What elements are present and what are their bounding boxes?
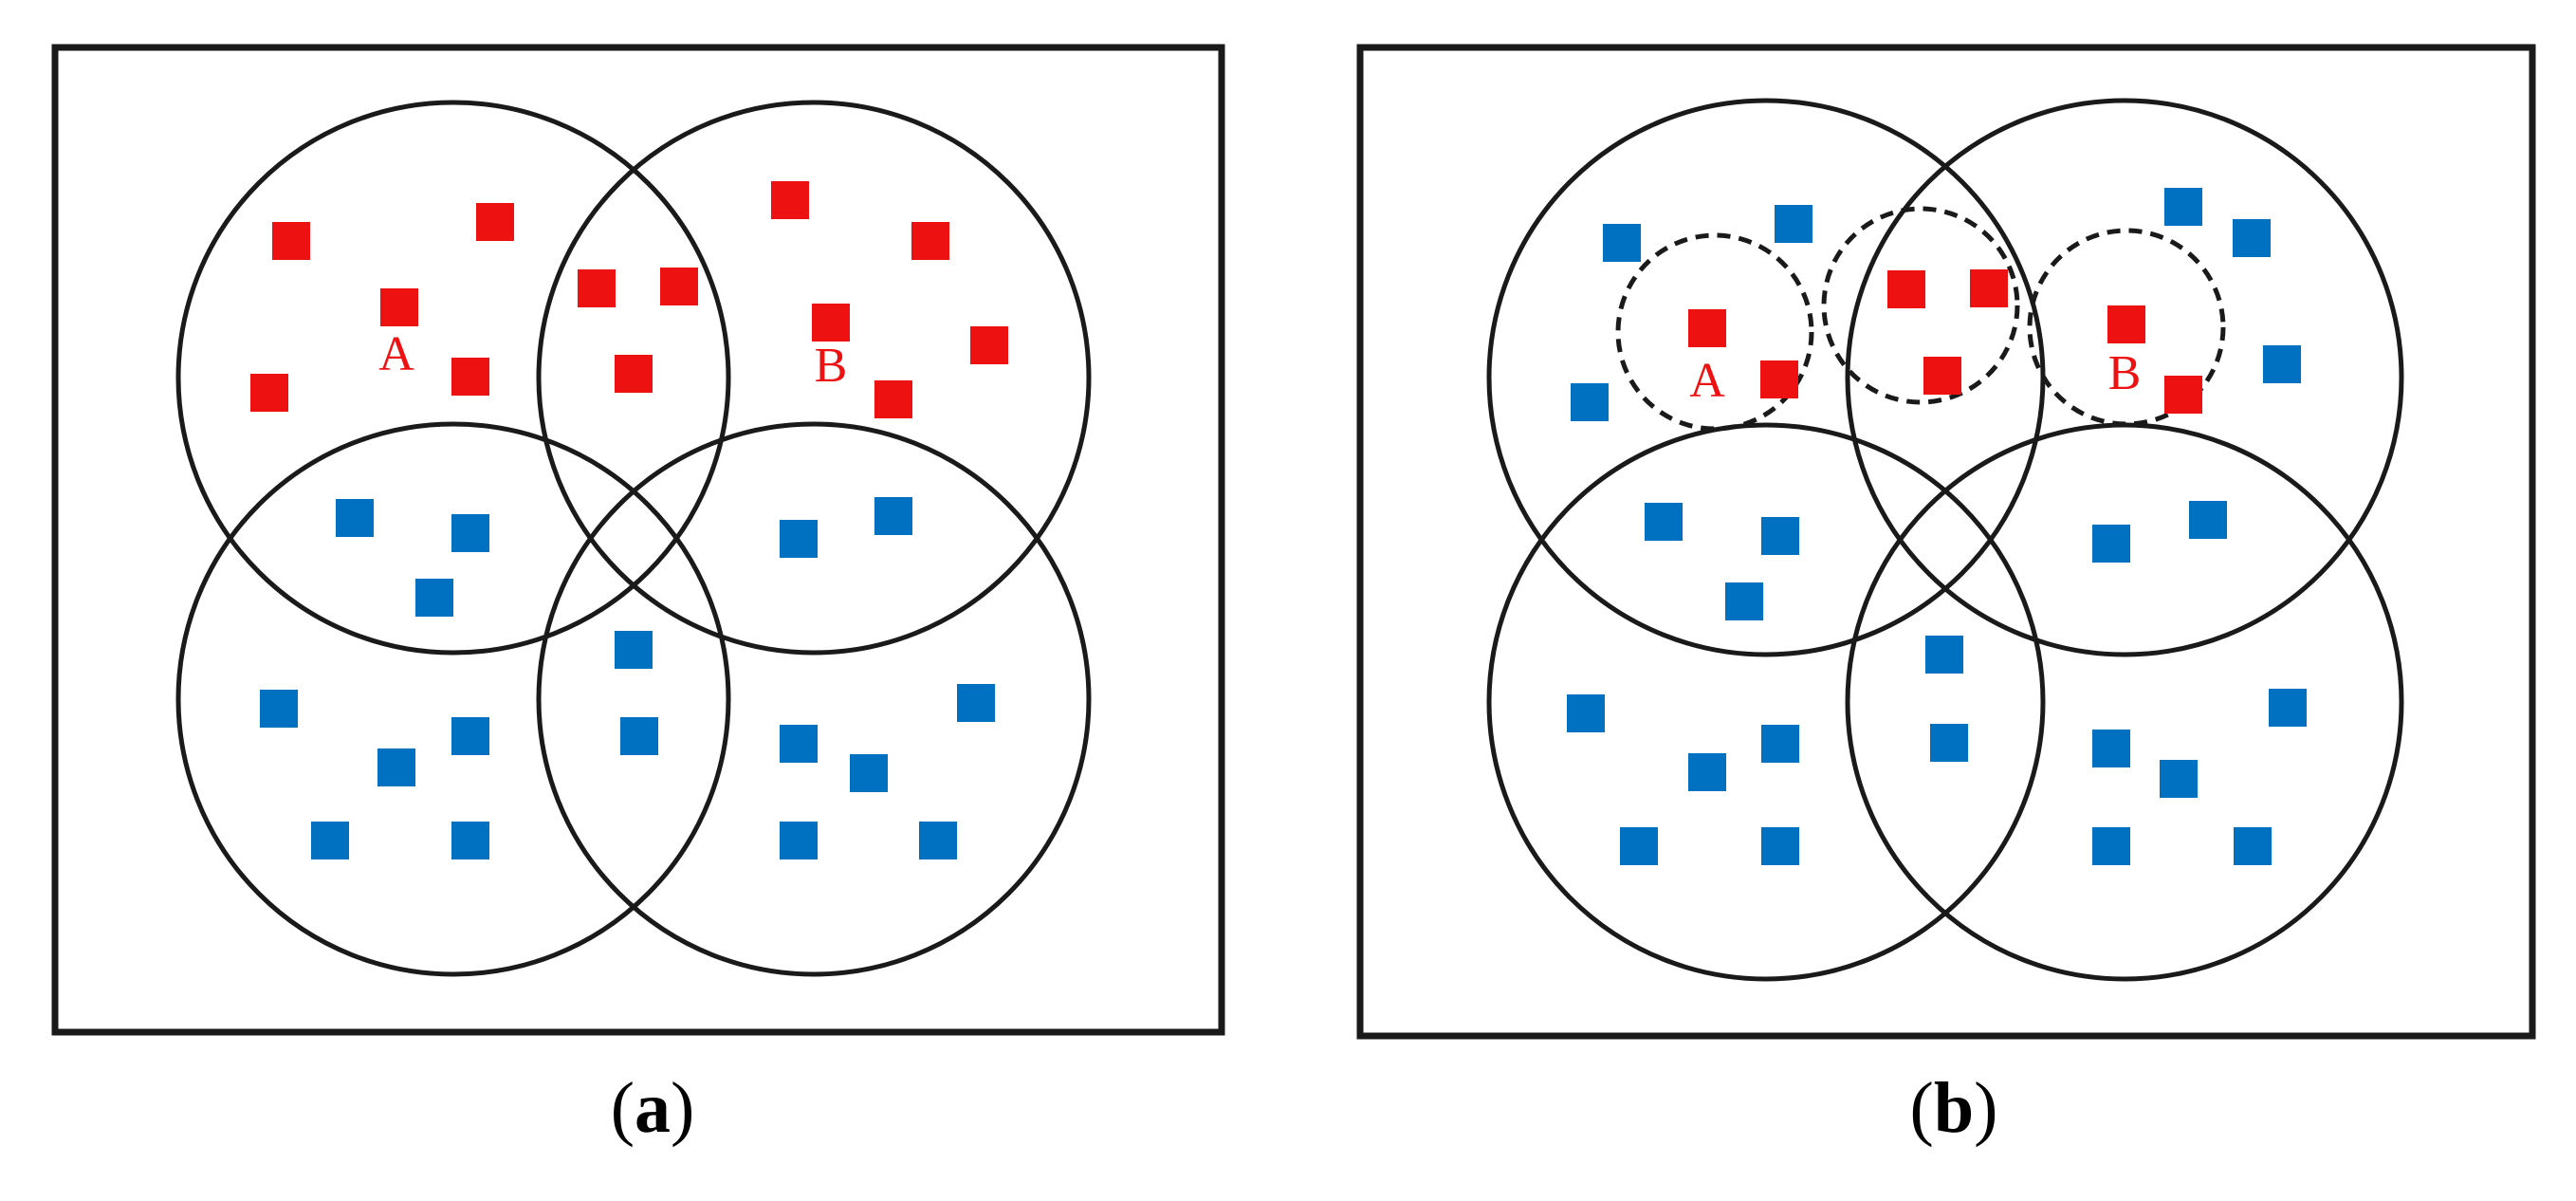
red-node	[812, 304, 850, 342]
blue-node	[415, 579, 453, 617]
blue-node	[2233, 219, 2271, 257]
blue-node	[1571, 383, 1609, 421]
blue-node	[919, 822, 957, 859]
red-node	[272, 222, 310, 260]
red-node	[380, 288, 418, 326]
blue-node	[780, 725, 818, 763]
blue-node	[451, 822, 489, 859]
red-node	[1688, 309, 1726, 347]
red-node	[771, 181, 809, 219]
blue-node	[780, 822, 818, 859]
blue-node	[377, 748, 415, 786]
blue-node	[615, 631, 653, 669]
blue-node	[874, 497, 912, 535]
caption-b: (b)	[1909, 1068, 1998, 1148]
panel-b-diagram: A B	[1356, 44, 2536, 1040]
node-label-b: B	[815, 339, 848, 393]
blue-node	[1725, 582, 1763, 620]
blue-node	[311, 822, 349, 859]
red-node	[615, 355, 653, 393]
blue-node	[1925, 636, 1963, 674]
red-node	[970, 326, 1008, 364]
blue-node	[2234, 827, 2272, 865]
blue-node	[1761, 517, 1799, 555]
panel-a-frame	[51, 44, 1225, 1036]
circle-top-left	[175, 100, 731, 656]
panel-b-circles	[1486, 98, 2404, 982]
circle-bottom-left	[1486, 422, 2046, 982]
blue-node	[2263, 345, 2301, 383]
blue-node	[1761, 725, 1799, 763]
red-node	[2107, 305, 2145, 343]
red-node	[874, 380, 912, 418]
red-node	[1887, 270, 1925, 308]
blue-node	[850, 754, 888, 792]
blue-node	[957, 684, 995, 722]
blue-node	[451, 514, 489, 552]
circle-top-right	[1845, 98, 2404, 657]
circle-bottom-left	[175, 421, 731, 977]
blue-node	[1645, 503, 1683, 541]
blue-node	[1761, 827, 1799, 865]
node-label-a: A	[378, 327, 414, 381]
caption-a: (a)	[610, 1068, 695, 1148]
blue-node	[2092, 827, 2130, 865]
red-node	[660, 268, 698, 305]
blue-node	[2269, 689, 2307, 727]
blue-node	[336, 499, 374, 537]
dashed-circle-middle	[1821, 206, 2020, 405]
blue-node	[1620, 827, 1658, 865]
blue-node	[1688, 753, 1726, 791]
blue-node	[2092, 730, 2130, 767]
panel-b-nodes	[1567, 188, 2307, 865]
red-node	[911, 222, 949, 260]
blue-node	[1567, 694, 1605, 732]
circle-bottom-right	[536, 421, 1092, 977]
blue-node	[2164, 188, 2202, 226]
circle-top-right	[536, 100, 1092, 656]
blue-node	[1603, 224, 1641, 262]
panel-a-nodes	[250, 181, 1008, 859]
blue-node	[451, 717, 489, 755]
dashed-circle-b	[2027, 228, 2226, 427]
red-node	[1970, 269, 2008, 307]
node-label-b: B	[2108, 346, 2142, 400]
blue-node	[1775, 205, 1812, 243]
red-node	[578, 269, 616, 307]
blue-node	[260, 690, 298, 728]
red-node	[2164, 376, 2202, 414]
red-node	[476, 203, 514, 241]
red-node	[1923, 357, 1961, 395]
blue-node	[2189, 501, 2227, 539]
blue-node	[780, 520, 818, 558]
blue-node	[2092, 525, 2130, 563]
node-label-a: A	[1689, 354, 1725, 408]
panel-b-frame	[1356, 44, 2536, 1040]
panel-a-circles	[175, 100, 1092, 977]
blue-node	[620, 717, 658, 755]
red-node	[451, 358, 489, 396]
panel-a-diagram: A B	[51, 44, 1225, 1036]
blue-node	[2160, 760, 2198, 798]
red-node	[1760, 360, 1798, 398]
dashed-circle-a	[1615, 232, 1814, 432]
red-node	[250, 374, 288, 412]
blue-node	[1930, 724, 1968, 762]
